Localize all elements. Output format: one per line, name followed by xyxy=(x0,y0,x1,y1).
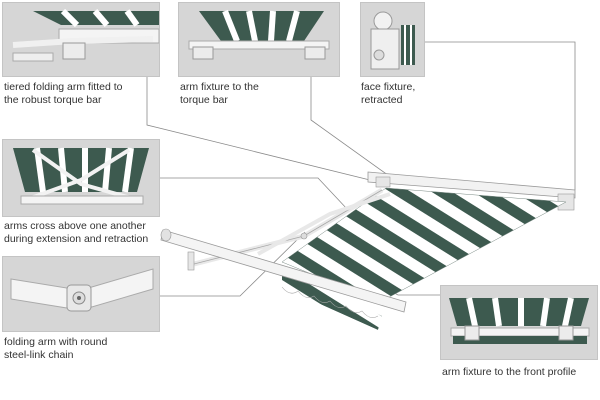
caption-tiered-folding-arm: tiered folding arm fitted to the robust … xyxy=(4,81,123,106)
caption-arm-fixture-torque-bar: arm fixture to the torque bar xyxy=(180,81,259,106)
folding-arm-right xyxy=(257,192,391,256)
photo-arms-cross xyxy=(2,139,160,217)
front-profile-endcap xyxy=(160,228,172,242)
leader-line-tiered-arm xyxy=(146,77,379,183)
fabric-roll-edge xyxy=(401,25,415,65)
torque-bar-cassette xyxy=(367,171,576,199)
leader-line-folding-arm xyxy=(160,231,306,297)
fabric-fan xyxy=(199,11,324,41)
valance-scallop-edge xyxy=(281,286,379,318)
caption-arms-cross: arms cross above one another during exte… xyxy=(4,220,149,245)
front-profile-bracket xyxy=(187,251,195,271)
crossing-arm-b xyxy=(30,148,131,200)
face-fixture-bracket xyxy=(370,28,400,70)
caption-face-fixture: face fixture, retracted xyxy=(361,81,416,106)
end-cap-round xyxy=(373,11,393,31)
photo-tiered-folding-arm xyxy=(2,2,160,77)
arm-elbow-joint xyxy=(300,232,308,240)
caption-folding-arm-chain: folding arm with round steel-link chain xyxy=(4,336,108,361)
photo-arm-fixture-torque-bar xyxy=(178,2,340,77)
leader-line-arm-fixture-torque-bar xyxy=(310,77,393,179)
wall-bracket-left xyxy=(375,176,391,188)
photo-folding-arm-chain xyxy=(2,256,160,332)
valance-strip xyxy=(453,336,587,344)
photo-arm-fixture-front-profile xyxy=(440,285,598,360)
tiered-arm xyxy=(12,36,154,48)
crossing-arm-a xyxy=(31,148,132,200)
leader-line-arms-cross xyxy=(160,177,349,211)
torque-bar xyxy=(188,40,330,50)
front-profile xyxy=(20,195,144,205)
leader-line-face-fixture xyxy=(425,41,576,190)
photo-face-fixture xyxy=(360,2,425,77)
caption-arm-fixture-front-profile: arm fixture to the front profile xyxy=(442,366,577,378)
